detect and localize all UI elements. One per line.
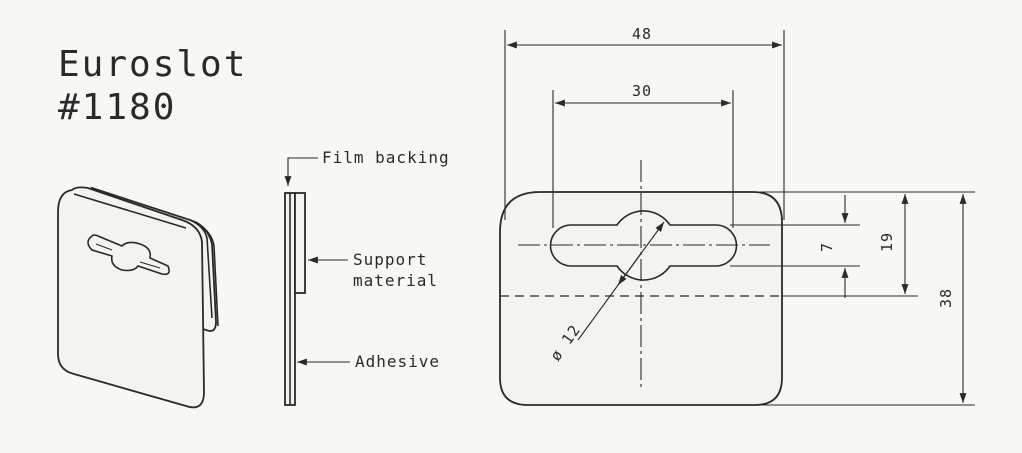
label-adhesive: Adhesive — [355, 352, 440, 371]
iso-front-plate — [57, 186, 205, 409]
iso-side-edge-2 — [195, 221, 219, 327]
label-support-line2: material — [353, 271, 438, 290]
iso-keyhole-slot — [87, 234, 170, 276]
dim-48-text: 48 — [632, 25, 652, 43]
iso-keyhole-inner — [95, 243, 161, 269]
diameter-leader-inner — [617, 251, 643, 286]
dim-19-text: 19 — [878, 232, 896, 252]
dim-30-text: 30 — [632, 82, 652, 100]
label-support-line1: Support — [353, 250, 427, 269]
iso-side-edge — [189, 219, 213, 319]
dim-38-text: 38 — [937, 288, 955, 308]
isometric-view — [57, 186, 219, 409]
iso-top-ledge — [73, 193, 187, 229]
front-view: 48 30 7 19 38 ø 12 — [499, 25, 975, 406]
front-keyhole-slot — [549, 210, 738, 281]
side-support-layer — [294, 192, 306, 294]
leader-film-backing — [284, 157, 318, 186]
title-line-1: Euroslot — [58, 44, 247, 85]
dim-7-text: 7 — [818, 242, 836, 252]
side-view: Film backing Support material Adhesive — [284, 148, 450, 406]
title-line-2: #1180 — [58, 87, 176, 128]
label-film-backing: Film backing — [322, 148, 450, 167]
